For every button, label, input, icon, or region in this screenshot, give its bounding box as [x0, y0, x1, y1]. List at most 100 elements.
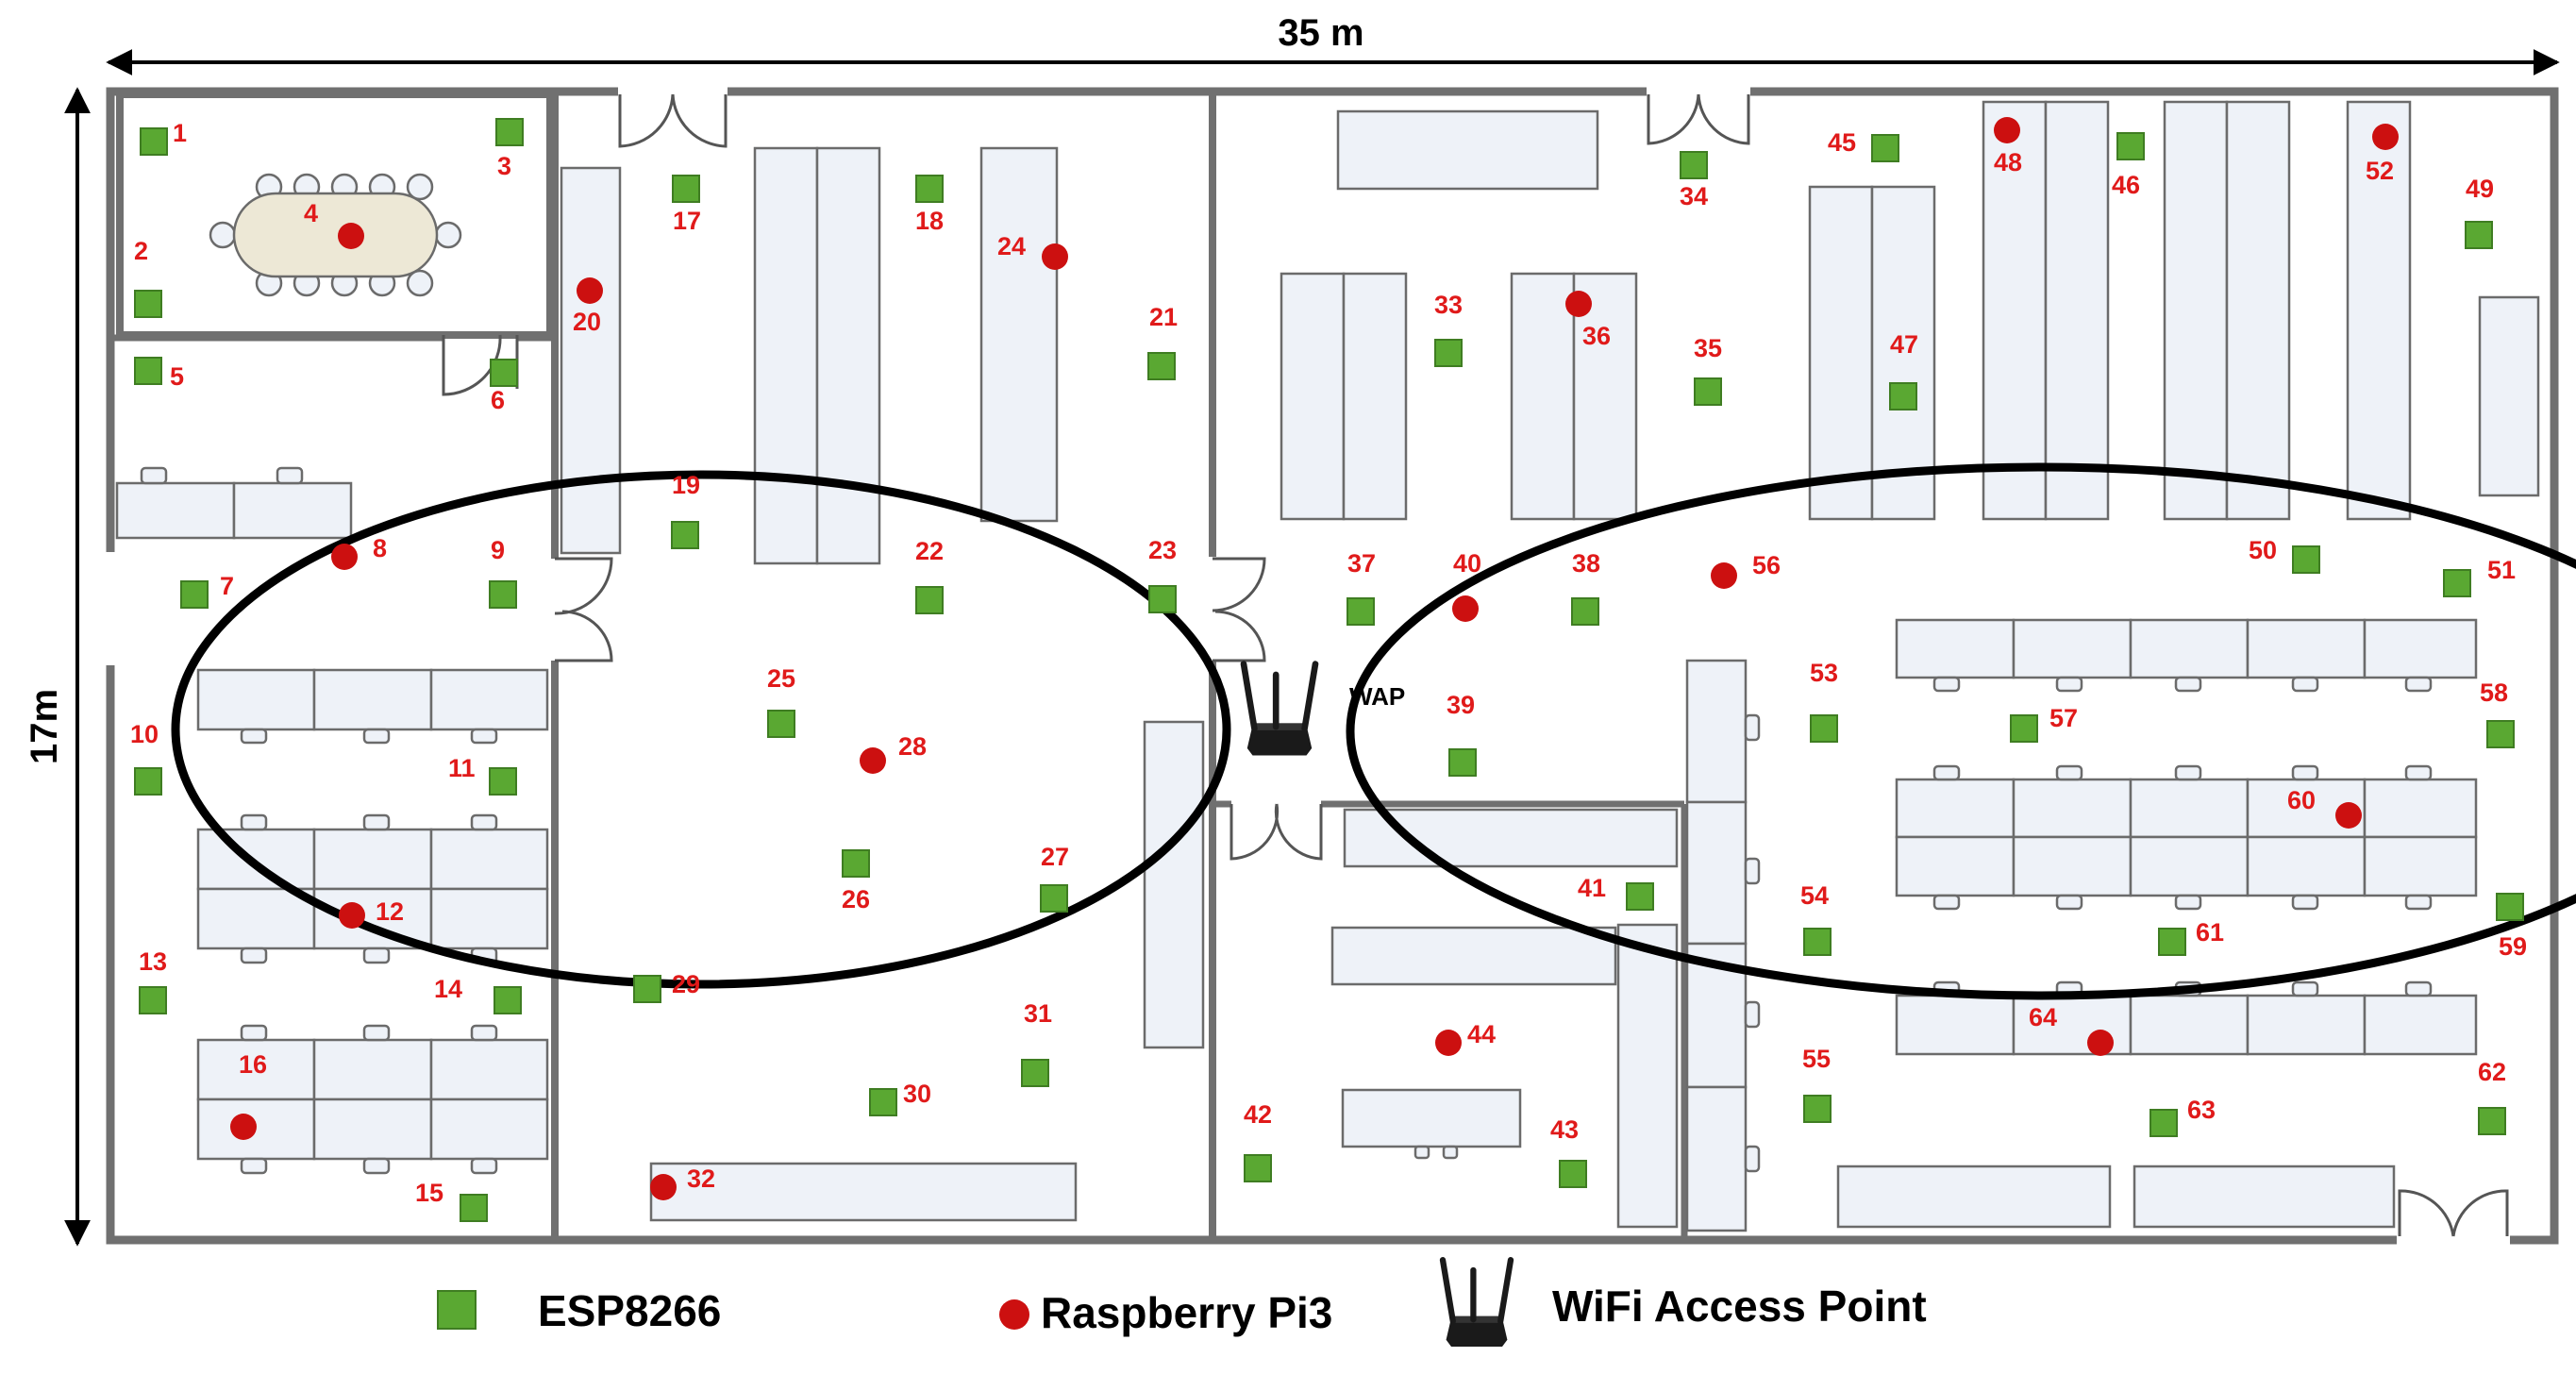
raspberry-pi-marker-icon	[1042, 243, 1068, 270]
esp-node-5: 5	[134, 357, 184, 391]
pi-node-32: 32	[650, 1165, 715, 1200]
pi-node-4: 4	[304, 199, 364, 249]
esp8266-marker-icon	[1803, 928, 1832, 956]
esp-node-3: 3	[495, 118, 524, 180]
esp-node-42: 42	[1244, 1100, 1272, 1182]
door-openings	[105, 86, 2510, 1248]
esp-node-59: 59	[2496, 893, 2527, 961]
esp-node-57: 57	[2010, 704, 2078, 743]
node-label: 38	[1572, 549, 1600, 578]
esp8266-marker-icon	[2443, 569, 2471, 597]
node-label: 58	[2480, 679, 2508, 707]
node-label: 8	[373, 534, 387, 562]
node-label: 52	[2366, 157, 2394, 185]
node-label: 35	[1694, 334, 1722, 362]
node-label: 31	[1024, 999, 1052, 1028]
pi-legend-label: Raspberry Pi3	[1041, 1288, 1332, 1337]
esp8266-marker-icon	[2486, 720, 2515, 748]
raspberry-pi-marker-icon	[230, 1114, 257, 1140]
esp8266-marker-icon	[633, 975, 661, 1003]
esp8266-marker-icon	[493, 986, 522, 1014]
node-label: 1	[173, 119, 187, 147]
dimension-width: 35 m	[106, 12, 2560, 75]
esp8266-marker-icon	[1680, 151, 1708, 179]
pi-node-8: 8	[331, 534, 387, 570]
coverage-ellipse-left	[171, 470, 1231, 989]
raspberry-pi-marker-icon	[339, 902, 365, 929]
node-label: 64	[2029, 1003, 2057, 1031]
esp8266-marker-icon	[672, 175, 700, 203]
node-label: 44	[1467, 1020, 1496, 1048]
raspberry-pi-marker-icon	[1435, 1030, 1462, 1056]
esp8266-marker-icon	[134, 767, 162, 796]
node-label: 22	[915, 537, 944, 565]
esp8266-marker-icon	[134, 357, 162, 385]
raspberry-pi-marker-icon	[1452, 595, 1479, 622]
esp-node-9: 9	[489, 536, 517, 609]
node-label: 47	[1890, 330, 1918, 359]
pi-node-16: 16	[230, 1050, 267, 1140]
esp8266-marker-icon	[2478, 1107, 2506, 1135]
pi-node-36: 36	[1565, 291, 1611, 350]
esp-node-55: 55	[1802, 1045, 1832, 1123]
esp8266-marker-icon	[842, 849, 870, 878]
esp-node-35: 35	[1694, 334, 1722, 406]
pi-node-48: 48	[1994, 117, 2022, 176]
esp-node-15: 15	[415, 1179, 488, 1222]
esp-node-51: 51	[2443, 556, 2516, 597]
pi-node-60: 60	[2287, 786, 2362, 829]
esp-node-19: 19	[671, 471, 700, 549]
esp8266-marker-icon	[139, 986, 167, 1014]
conference-table	[209, 173, 462, 297]
raspberry-pi-marker-icon	[860, 747, 886, 774]
esp-node-58: 58	[2480, 679, 2515, 748]
esp8266-marker-icon	[2465, 221, 2493, 249]
esp-node-54: 54	[1800, 881, 1832, 956]
esp-node-45: 45	[1828, 128, 1899, 162]
coverage-ellipse-right	[1346, 462, 2576, 1000]
raspberry-pi-marker-icon	[331, 544, 358, 570]
wap-router[interactable]: WAP	[1244, 664, 1405, 756]
node-label: 18	[915, 207, 944, 235]
esp-node-6: 6	[490, 359, 518, 414]
esp8266-marker-icon	[2010, 714, 2038, 743]
esp8266-marker-icon	[495, 118, 524, 146]
esp-node-30: 30	[869, 1080, 931, 1116]
esp8266-marker-icon	[1626, 882, 1654, 911]
esp-node-43: 43	[1550, 1115, 1587, 1188]
node-label: 45	[1828, 128, 1856, 157]
wifi-router-legend-icon	[1443, 1260, 1511, 1347]
esp8266-marker-icon	[489, 580, 517, 609]
esp-node-27: 27	[1040, 843, 1069, 913]
esp-node-2: 2	[134, 237, 162, 318]
esp-legend-label: ESP8266	[538, 1286, 721, 1335]
esp8266-marker-icon	[1559, 1160, 1587, 1188]
node-label: 5	[170, 362, 184, 391]
esp-node-53: 53	[1810, 659, 1838, 743]
height-label: 17m	[24, 689, 65, 764]
raspberry-pi-marker-icon	[1711, 562, 1737, 589]
node-label: 17	[673, 207, 701, 235]
esp8266-marker-icon	[1244, 1154, 1272, 1182]
esp-node-61: 61	[2158, 918, 2224, 956]
esp-node-11: 11	[448, 754, 517, 796]
walls	[106, 87, 2559, 1245]
esp8266-marker-icon	[1347, 597, 1375, 626]
node-label: 14	[434, 975, 462, 1003]
node-label: 11	[448, 754, 476, 782]
esp-node-63: 63	[2149, 1096, 2216, 1137]
esp8266-marker-icon	[671, 521, 699, 549]
esp8266-marker-icon	[767, 710, 795, 738]
esp-node-33: 33	[1434, 291, 1463, 367]
node-label: 37	[1347, 549, 1376, 578]
node-label: 25	[767, 664, 795, 693]
node-label: 27	[1041, 843, 1069, 871]
node-label: 56	[1752, 551, 1781, 579]
esp-node-14: 14	[434, 975, 522, 1014]
node-label: 48	[1994, 148, 2022, 176]
esp-node-21: 21	[1147, 303, 1178, 380]
node-label: 62	[2478, 1058, 2506, 1086]
node-label: 42	[1244, 1100, 1272, 1129]
node-label: 30	[903, 1080, 931, 1108]
